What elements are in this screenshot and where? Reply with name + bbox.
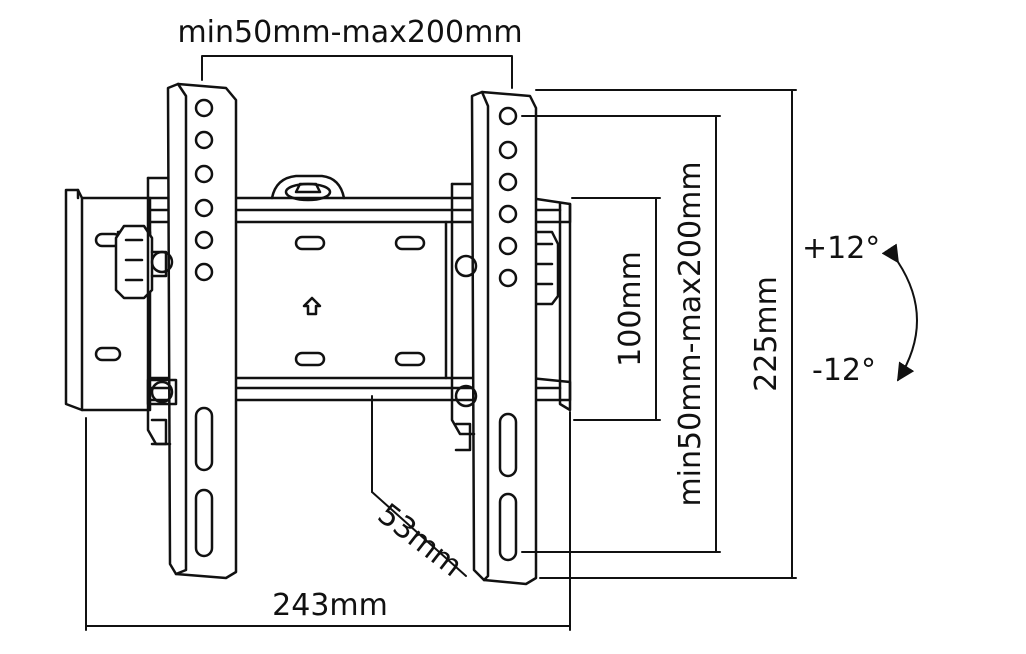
- left-bracket-arm: [146, 82, 238, 580]
- depth-label: 53mm: [371, 497, 469, 584]
- tilt-arrow-icon: [881, 243, 918, 382]
- top-mount-tab: [270, 174, 346, 202]
- right-bracket-arm: [450, 90, 538, 586]
- tilt-up-label: +12°: [802, 231, 880, 266]
- dimension-lines: [85, 55, 797, 631]
- top-spacing-label: min50mm-max200mm: [177, 15, 522, 50]
- right-lock: [528, 230, 560, 306]
- vertical-spacing-label: min50mm-max200mm: [673, 161, 708, 506]
- up-arrow-icon: [302, 296, 322, 316]
- tilt-down-label: -12°: [812, 353, 876, 388]
- width-label: 243mm: [272, 588, 388, 623]
- wall-plate-height-label: 100mm: [613, 251, 648, 367]
- total-height-label: 225mm: [749, 276, 784, 392]
- tension-knob: [114, 224, 168, 300]
